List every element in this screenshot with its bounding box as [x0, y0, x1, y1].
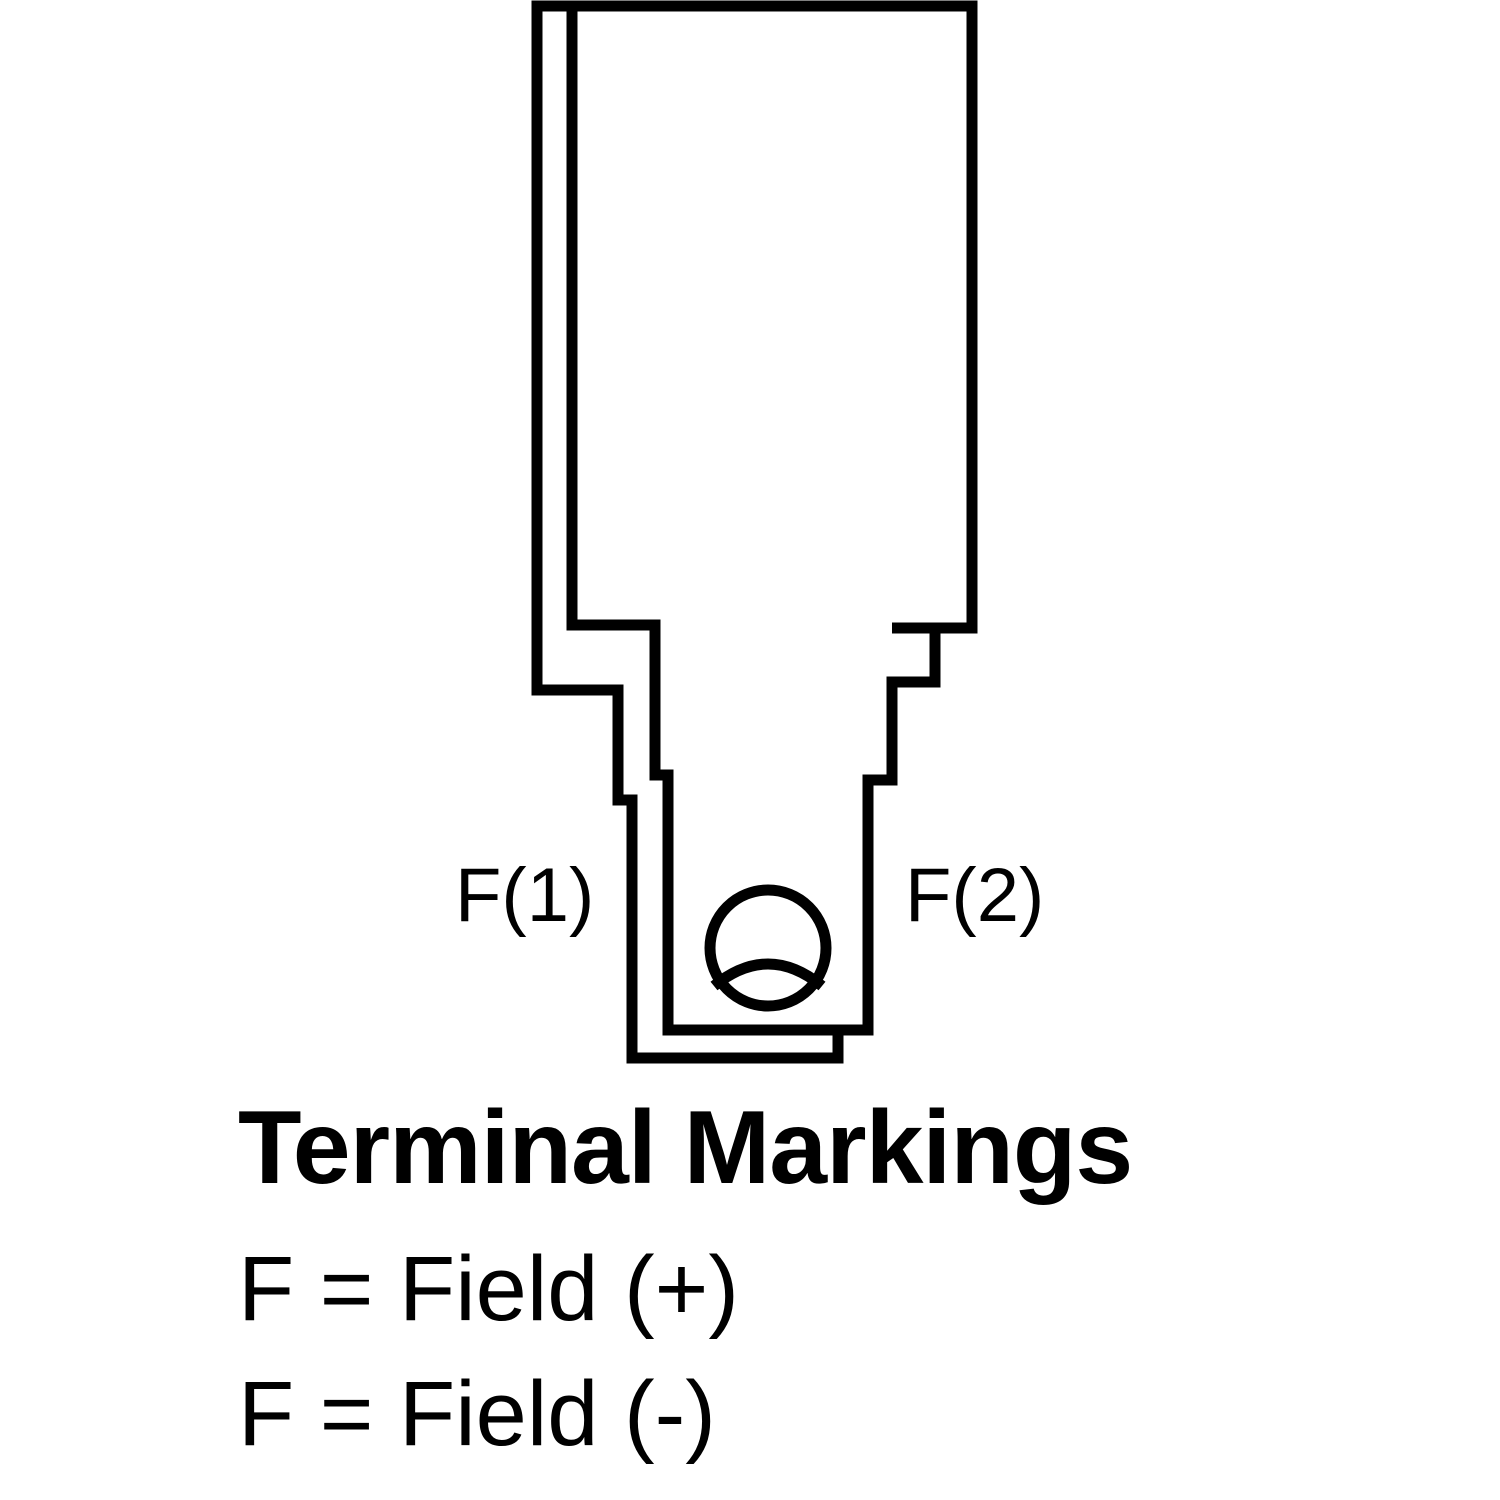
terminal-saddle-arc — [710, 958, 826, 991]
legend-field-positive: F = Field (+) — [238, 1238, 740, 1341]
terminal-label-f1: F(1) — [455, 853, 595, 938]
terminal-label-f2: F(2) — [905, 853, 1045, 938]
field-terminal-circle — [704, 884, 832, 1012]
inner-lip-profile — [566, 6, 868, 1036]
caption-block: Terminal Markings F = Field (+) F = Fiel… — [238, 1093, 1338, 1477]
legend-field-negative: F = Field (-) — [238, 1363, 716, 1466]
caption-title: Terminal Markings — [238, 1090, 1133, 1206]
outline-group — [531, 0, 978, 1064]
